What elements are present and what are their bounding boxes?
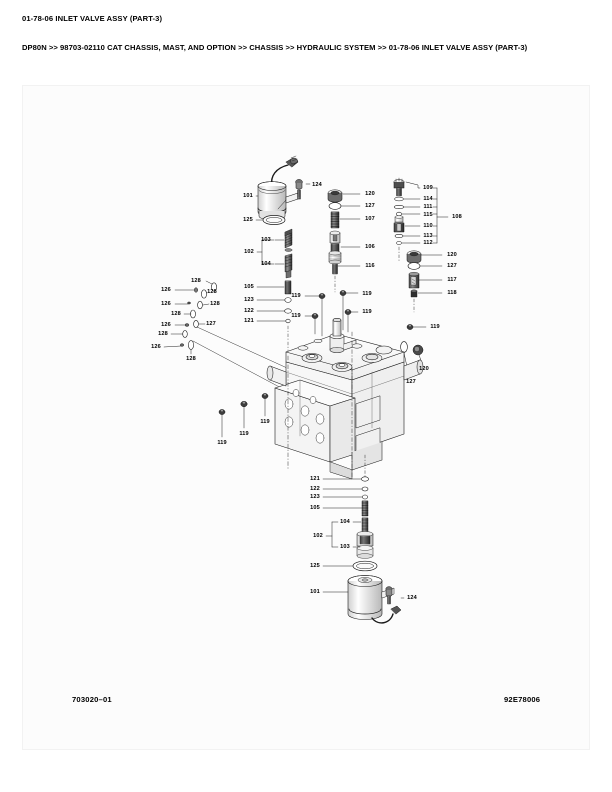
part-callout-128: 128 bbox=[207, 289, 217, 295]
part-callout-102: 102 bbox=[313, 533, 323, 539]
part-callout-103: 103 bbox=[261, 237, 271, 243]
part-callout-124: 124 bbox=[407, 595, 417, 601]
part-callout-126: 126 bbox=[151, 344, 161, 350]
part-callout-101: 101 bbox=[310, 589, 320, 595]
part-callout-127: 127 bbox=[447, 263, 457, 269]
part-callout-109: 109 bbox=[423, 185, 433, 191]
part-callout-119: 119 bbox=[239, 431, 249, 437]
part-callout-102: 102 bbox=[244, 249, 254, 255]
page-title: 01-78-06 INLET VALVE ASSY (PART-3) bbox=[22, 14, 163, 23]
part-callout-120: 120 bbox=[419, 366, 429, 372]
breadcrumb: DP80N >> 98703-02110 CAT CHASSIS, MAST, … bbox=[22, 43, 528, 52]
part-callout-115: 115 bbox=[423, 212, 433, 218]
part-callout-122: 122 bbox=[310, 486, 320, 492]
part-callout-123: 123 bbox=[310, 494, 320, 500]
part-callout-121: 121 bbox=[310, 476, 320, 482]
part-callout-126: 126 bbox=[161, 301, 171, 307]
part-callout-127: 127 bbox=[365, 203, 375, 209]
part-callout-119: 119 bbox=[217, 440, 227, 446]
part-callout-123: 123 bbox=[244, 297, 254, 303]
part-callout-103: 103 bbox=[340, 544, 350, 550]
part-callout-119: 119 bbox=[430, 324, 440, 330]
part-callout-105: 105 bbox=[310, 505, 320, 511]
part-callout-124: 124 bbox=[312, 182, 322, 188]
part-callout-127: 127 bbox=[206, 321, 216, 327]
part-callout-128: 128 bbox=[210, 301, 220, 307]
part-callout-120: 120 bbox=[365, 191, 375, 197]
part-callout-126: 126 bbox=[161, 287, 171, 293]
part-callout-110: 110 bbox=[423, 223, 433, 229]
part-callout-116: 116 bbox=[365, 263, 375, 269]
part-callout-113: 113 bbox=[423, 233, 433, 239]
part-callout-128: 128 bbox=[186, 356, 196, 362]
part-callout-114: 114 bbox=[423, 196, 433, 202]
part-callout-106: 106 bbox=[365, 244, 375, 250]
part-callout-112: 112 bbox=[423, 240, 433, 246]
part-callout-125: 125 bbox=[310, 563, 320, 569]
part-callout-117: 117 bbox=[447, 277, 457, 283]
part-callout-107: 107 bbox=[365, 216, 375, 222]
part-callout-119: 119 bbox=[291, 293, 301, 299]
part-callout-128: 128 bbox=[171, 311, 181, 317]
part-callout-125: 125 bbox=[243, 217, 253, 223]
part-callout-119: 119 bbox=[362, 309, 372, 315]
part-callout-119: 119 bbox=[362, 291, 372, 297]
part-callout-104: 104 bbox=[261, 261, 271, 267]
part-callout-119: 119 bbox=[260, 419, 270, 425]
part-callout-119: 119 bbox=[291, 313, 301, 319]
part-callout-121: 121 bbox=[244, 318, 254, 324]
part-callout-127: 127 bbox=[406, 379, 416, 385]
part-callout-128: 128 bbox=[191, 278, 201, 284]
diagram-frame bbox=[22, 85, 590, 750]
part-callout-122: 122 bbox=[244, 308, 254, 314]
part-callout-118: 118 bbox=[447, 290, 457, 296]
part-callout-101: 101 bbox=[243, 193, 253, 199]
footer-figure-number: 92E78006 bbox=[504, 695, 541, 704]
part-callout-128: 128 bbox=[158, 331, 168, 337]
footer-drawing-number: 703020–01 bbox=[72, 695, 112, 704]
part-callout-108: 108 bbox=[452, 214, 462, 220]
part-callout-120: 120 bbox=[447, 252, 457, 258]
part-callout-105: 105 bbox=[244, 284, 254, 290]
part-callout-126: 126 bbox=[161, 322, 171, 328]
part-callout-111: 111 bbox=[423, 204, 433, 210]
part-callout-104: 104 bbox=[340, 519, 350, 525]
